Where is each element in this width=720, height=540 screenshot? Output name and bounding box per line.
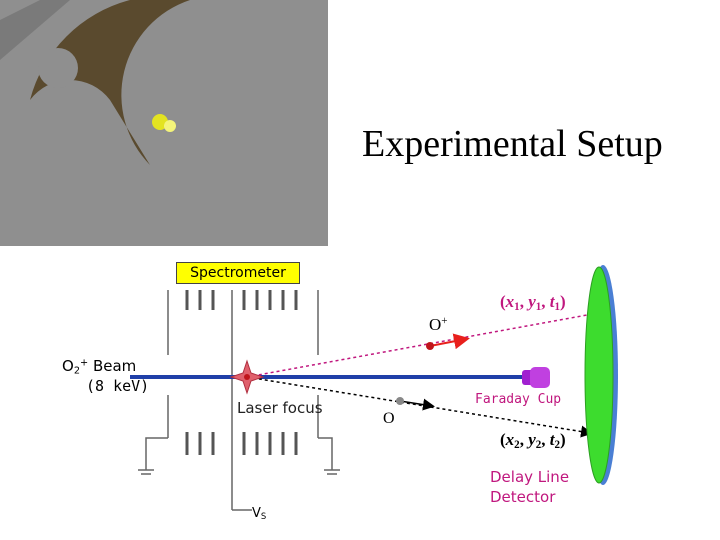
faraday-cup	[522, 367, 550, 388]
neutral-fragment-label: O	[383, 410, 395, 427]
detector-label-line1: Delay Line	[490, 468, 570, 486]
hit1-coordinates: (x1, y1, t1)	[500, 292, 566, 313]
laser-focus-center	[244, 374, 250, 380]
ground-symbol-right	[324, 469, 340, 475]
neutral-trajectory	[246, 376, 593, 438]
spectrometer-label: Spectrometer	[176, 262, 300, 284]
neutral-fragment-dot	[396, 397, 404, 405]
ion-momentum-arrow	[429, 333, 470, 350]
voltage-source-label: VS	[252, 506, 267, 522]
spectrometer-wiring	[145, 290, 333, 511]
page-title: Experimental Setup	[362, 123, 663, 165]
ground-symbol-left	[138, 469, 154, 475]
electrode-plates-bottom	[185, 432, 298, 455]
ion-fragment-dot	[426, 342, 434, 350]
neutral-momentum-arrow	[399, 398, 435, 411]
apparatus-photo-art	[0, 0, 190, 165]
laser-focus-label: Laser focus	[237, 399, 323, 417]
detector-label-line2: Detector	[490, 488, 556, 506]
electrode-plates-top	[185, 290, 298, 310]
delay-line-detector	[584, 265, 618, 485]
beam-label: O2+ Beam	[62, 357, 137, 377]
ion-fragment-label: O+	[429, 315, 448, 335]
beam-energy-label: (8 keV)	[86, 377, 150, 395]
apparatus-photo	[0, 0, 328, 246]
hit2-coordinates: (x2, y2, t2)	[500, 430, 566, 451]
faraday-cup-label: Faraday Cup	[475, 392, 562, 407]
photo-shadow	[0, 0, 70, 60]
photo-disk-hole	[38, 48, 78, 88]
photo-disk-segment	[30, 0, 190, 165]
photo-light-spot-glow	[164, 120, 176, 132]
